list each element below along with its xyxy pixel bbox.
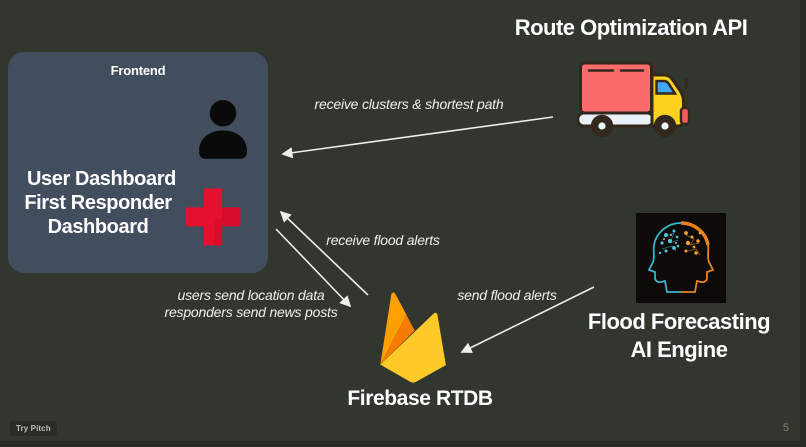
frontend-box-title: Frontend: [110, 63, 166, 78]
firebase-title: Firebase RTDB: [347, 387, 493, 410]
first-responder-line1: First Responder: [24, 192, 172, 214]
ai-engine-title: Flood Forecasting AI Engine: [579, 308, 779, 363]
edge-label-users-send-data: users send location data responders send…: [151, 287, 351, 320]
dual-brain-icon: [636, 213, 726, 303]
slide-bottom-edge: [0, 441, 806, 447]
arrow-route-to-frontend: [281, 116, 554, 159]
first-responder-dashboard-label: First Responder Dashboard: [12, 192, 184, 239]
edge-label-send-flood-alerts: send flood alerts: [457, 287, 557, 303]
ai-engine-title-line1: Flood Forecasting: [587, 309, 771, 334]
ai-engine-title-line2: AI Engine: [630, 336, 728, 362]
edge-label-users-send-line2: responders send news posts: [164, 303, 338, 320]
edge-label-receive-flood-alerts: receive flood alerts: [326, 232, 440, 248]
edge-label-receive-clusters: receive clusters & shortest path: [314, 96, 504, 112]
frontend-box: Frontend User Dashboard First Responder …: [8, 52, 268, 273]
user-dashboard-label: User Dashboard: [27, 168, 176, 190]
page-number: 5: [782, 422, 789, 434]
first-responder-line2: Dashboard: [47, 215, 149, 238]
try-pitch-badge[interactable]: Try Pitch: [10, 421, 57, 436]
red-cross-icon: [185, 188, 241, 246]
delivery-truck-icon: [577, 61, 691, 138]
firebase-flame-icon: [380, 292, 446, 383]
route-api-title: Route Optimization API: [514, 15, 748, 40]
arrow-firebase-to-frontend: [279, 210, 369, 296]
user-icon: [199, 99, 247, 159]
edge-label-users-send-line1: users send location data: [177, 287, 325, 303]
slide-right-edge: [800, 0, 806, 447]
